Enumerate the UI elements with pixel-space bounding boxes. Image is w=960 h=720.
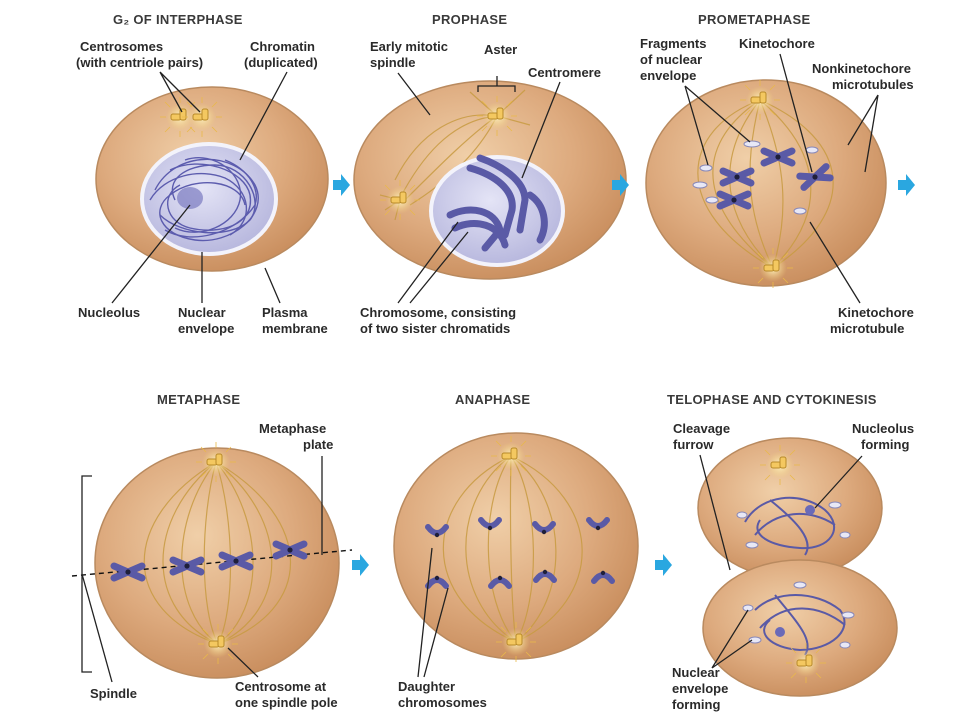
g2-label-centrosomes-2: (with centriole pairs) bbox=[76, 55, 203, 70]
metaphase-label-centrosome: Centrosome at bbox=[235, 679, 327, 694]
prophase-aster bbox=[476, 95, 518, 137]
g2-label-centrosomes: Centrosomes bbox=[80, 39, 163, 54]
anaphase-label-daughter: Daughter bbox=[398, 679, 455, 694]
arrow-4 bbox=[352, 554, 369, 576]
metaphase-label-plate-2: plate bbox=[303, 437, 333, 452]
telophase-nucleolus-bottom bbox=[775, 627, 785, 637]
anaphase-title: ANAPHASE bbox=[455, 392, 530, 407]
telophase-label-cleavage: Cleavage bbox=[673, 421, 730, 436]
g2-label-membrane: membrane bbox=[262, 321, 328, 336]
prophase-label-centromere: Centromere bbox=[528, 65, 601, 80]
g2-title: G₂ OF INTERPHASE bbox=[113, 12, 243, 27]
prophase-label-spindle-2: spindle bbox=[370, 55, 416, 70]
arrow-5 bbox=[655, 554, 672, 576]
telophase-label-cleavage-2: furrow bbox=[673, 437, 714, 452]
prometaphase-envelope-fragments bbox=[692, 140, 819, 215]
g2-label-envelope: envelope bbox=[178, 321, 234, 336]
metaphase-leader-spindle bbox=[81, 573, 113, 683]
prometaphase-microtubules bbox=[697, 99, 834, 269]
prophase-title: PROPHASE bbox=[432, 12, 507, 27]
prophase-leaders-bottom bbox=[397, 221, 469, 304]
anaphase-spindle bbox=[442, 455, 583, 643]
telophase-chromatin-top bbox=[744, 496, 836, 556]
telophase-title: TELOPHASE AND CYTOKINESIS bbox=[667, 392, 877, 407]
telophase-leader-cleavage bbox=[699, 454, 731, 571]
g2-chromatin bbox=[149, 157, 259, 242]
metaphase-title: METAPHASE bbox=[157, 392, 240, 407]
telophase-leaders-envelope bbox=[711, 609, 753, 669]
prometaphase-label-fragments: Fragments bbox=[640, 36, 706, 51]
g2-centrosome-b bbox=[181, 96, 223, 138]
anaphase-leaders bbox=[417, 547, 449, 678]
prophase-label-aster: Aster bbox=[484, 42, 517, 57]
metaphase-panel: METAPHASE Metaphase plate Spindle Centro… bbox=[71, 392, 353, 710]
metaphase-leader-centrosome bbox=[227, 647, 259, 678]
prometaphase-label-nonkinetochore-2: microtubules bbox=[832, 77, 914, 92]
metaphase-centrosome-bottom bbox=[197, 623, 239, 665]
g2-label-chromatin: Chromatin bbox=[250, 39, 315, 54]
telophase-leader-nucleolus bbox=[814, 455, 863, 509]
prophase-centrosome bbox=[379, 179, 421, 221]
g2-label-nucleolus: Nucleolus bbox=[78, 305, 140, 320]
g2-label-plasma: Plasma bbox=[262, 305, 308, 320]
g2-label-nuclear: Nuclear bbox=[178, 305, 226, 320]
anaphase-centrosome-top bbox=[490, 435, 532, 477]
g2-leaders-bottom bbox=[111, 204, 281, 304]
prophase-panel: PROPHASE Early mitotic spindle Aster Cen… bbox=[353, 12, 627, 336]
telophase-centrosome-bottom bbox=[785, 642, 827, 684]
telophase-panel: TELOPHASE AND CYTOKINESIS Cleavage furro… bbox=[667, 392, 914, 712]
telophase-nucleolus-top bbox=[805, 505, 815, 515]
anaphase-panel: ANAPHASE Daughter chromosomes bbox=[393, 392, 639, 710]
g2-label-chromatin-2: (duplicated) bbox=[244, 55, 318, 70]
telophase-label-nucleolus-2: forming bbox=[861, 437, 909, 452]
prophase-leaders-top bbox=[397, 72, 561, 179]
telophase-centrosome-top bbox=[759, 444, 801, 486]
metaphase-label-plate: Metaphase bbox=[259, 421, 326, 436]
prophase-label-chromosome-2: of two sister chromatids bbox=[360, 321, 510, 336]
telophase-envelope-fragments bbox=[736, 501, 855, 649]
prometaphase-label-fragments-2: of nuclear bbox=[640, 52, 702, 67]
anaphase-label-daughter-2: chromosomes bbox=[398, 695, 487, 710]
telophase-label-envelope-3: forming bbox=[672, 697, 720, 712]
telophase-label-envelope: Nuclear bbox=[672, 665, 720, 680]
prometaphase-label-kinetochore-mt-2: microtubule bbox=[830, 321, 904, 336]
metaphase-centrosome-top bbox=[195, 441, 237, 483]
telophase-label-nucleolus: Nucleolus bbox=[852, 421, 914, 436]
prometaphase-label-kinetochore-mt: Kinetochore bbox=[838, 305, 914, 320]
anaphase-centrosome-bottom bbox=[495, 621, 537, 663]
prometaphase-panel: PROMETAPHASE Fragments of nuclear envelo… bbox=[640, 12, 914, 336]
prometaphase-label-nonkinetochore: Nonkinetochore bbox=[812, 61, 911, 76]
g2-leaders-top bbox=[159, 71, 288, 161]
g2-nucleolus bbox=[177, 187, 203, 209]
prophase-nucleus bbox=[429, 155, 565, 267]
metaphase-label-spindle: Spindle bbox=[90, 686, 137, 701]
prophase-label-chromosome: Chromosome, consisting bbox=[360, 305, 516, 320]
prometaphase-leaders-bottom bbox=[809, 221, 861, 304]
arrow-3 bbox=[898, 174, 915, 196]
prometaphase-title: PROMETAPHASE bbox=[698, 12, 810, 27]
prometaphase-leaders-top bbox=[684, 53, 879, 173]
g2-interphase-panel: G₂ OF INTERPHASE Centrosomes (with centr… bbox=[76, 12, 329, 336]
prophase-chromosomes bbox=[446, 154, 548, 252]
prometaphase-cell bbox=[645, 79, 887, 287]
prophase-label-spindle: Early mitotic bbox=[370, 39, 448, 54]
prometaphase-centrosome-bottom bbox=[752, 247, 794, 289]
metaphase-label-centrosome-2: one spindle pole bbox=[235, 695, 338, 710]
prometaphase-label-kinetochore: Kinetochore bbox=[739, 36, 815, 51]
prometaphase-label-fragments-3: envelope bbox=[640, 68, 696, 83]
arrow-1 bbox=[333, 174, 350, 196]
telophase-label-envelope-2: envelope bbox=[672, 681, 728, 696]
prometaphase-centrosome-top bbox=[739, 79, 781, 121]
arrow-2 bbox=[612, 174, 629, 196]
